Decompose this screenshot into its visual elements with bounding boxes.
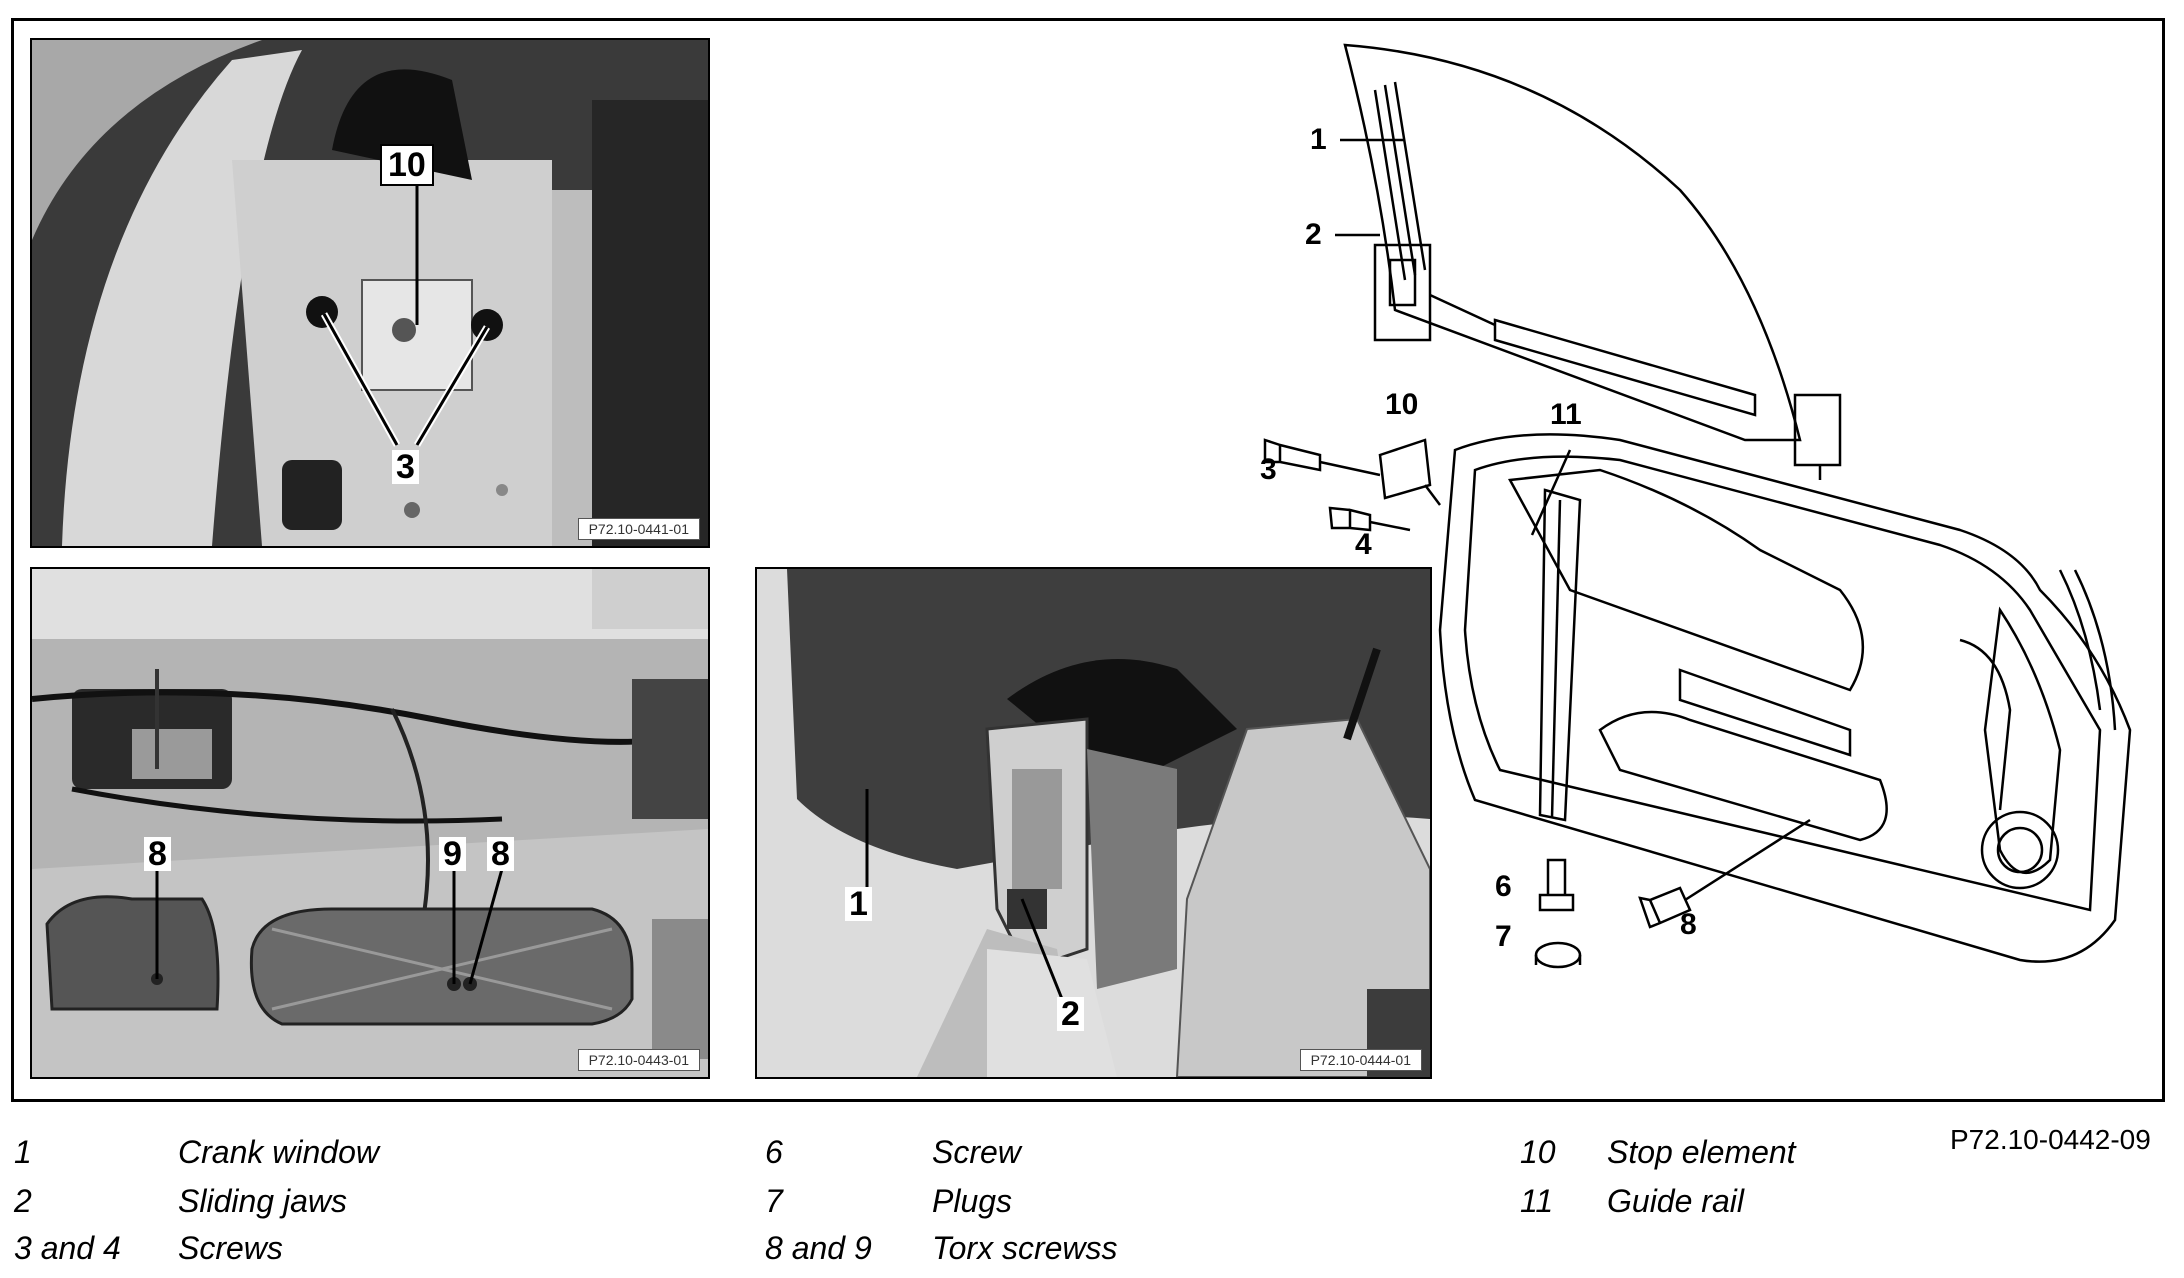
callout-8-right: 8 <box>487 837 514 871</box>
legend-text: Plugs <box>932 1183 1013 1219</box>
plug-7-shape <box>1534 941 1582 969</box>
callout-10: 10 <box>380 144 434 186</box>
legend-number: 6 <box>765 1134 783 1170</box>
callout-8-left: 8 <box>144 837 171 871</box>
guide-rail <box>1538 488 1582 822</box>
legend-number: 11 <box>1520 1183 1554 1219</box>
screw-3-shape <box>1263 438 1322 472</box>
figure-reference: P72.10-0442-09 <box>1950 1124 2151 1155</box>
legend-number: 3 and 4 <box>14 1230 121 1266</box>
screw-4-shape <box>1328 506 1372 532</box>
door-opening-lower <box>1598 710 1888 842</box>
screw-6-shape <box>1538 858 1575 912</box>
legend-text: Screws <box>178 1230 283 1266</box>
figure-frame <box>11 18 2165 1102</box>
legend-text: Screw <box>932 1134 1021 1170</box>
legend-number: 2 <box>14 1183 32 1219</box>
photo-ref: P72.10-0443-01 <box>577 1049 700 1071</box>
callout-11: 11 <box>1550 398 1582 431</box>
exploded-view-drawing <box>1263 43 2132 969</box>
legend-text: Torx screwss <box>932 1230 1118 1266</box>
photo-stop-element: 10 3 P72.10-0441-01 <box>30 38 710 548</box>
callout-2: 2 <box>1305 218 1322 251</box>
photo-ref: P72.10-0444-01 <box>1299 1049 1422 1071</box>
exploded-view-door-window: 1 2 10 11 3 4 6 7 8 <box>1240 30 2160 1070</box>
callout-8: 8 <box>1680 908 1697 941</box>
crank-window-shape <box>1343 43 1802 442</box>
callout-2: 2 <box>1057 997 1084 1031</box>
callout-10: 10 <box>1385 388 1419 421</box>
callout-1: 1 <box>845 887 872 921</box>
photo-ref: P72.10-0441-01 <box>577 518 700 540</box>
legend-number: 1 <box>14 1134 32 1170</box>
callout-6: 6 <box>1495 870 1512 903</box>
screw-8-shape <box>1638 886 1692 929</box>
sliding-jaw-front <box>1373 243 1432 342</box>
legend-text: Stop element <box>1607 1134 1796 1170</box>
callout-1: 1 <box>1310 123 1327 156</box>
photo-door-torx-screws: 8 9 8 P72.10-0443-01 <box>30 567 710 1079</box>
callout-3: 3 <box>1260 453 1277 486</box>
legend-number: 10 <box>1520 1134 1556 1170</box>
door-shell <box>1438 433 2132 963</box>
photo-window-sliding-jaws: 1 2 P72.10-0444-01 <box>755 567 1432 1079</box>
legend-number: 8 and 9 <box>765 1230 872 1266</box>
photo-window-sliding-jaws-image <box>757 569 1430 1077</box>
photo-stop-element-image <box>32 40 708 546</box>
callout-4: 4 <box>1355 528 1372 561</box>
legend-number: 7 <box>765 1183 783 1219</box>
legend-text: Crank window <box>178 1134 379 1170</box>
legend-text: Sliding jaws <box>178 1183 347 1219</box>
legend-text: Guide rail <box>1607 1183 1744 1219</box>
callout-9: 9 <box>439 837 466 871</box>
callout-7: 7 <box>1495 920 1512 953</box>
sliding-jaw-rear <box>1793 393 1842 467</box>
stop-element-shape <box>1378 438 1432 500</box>
callout-3: 3 <box>392 450 419 484</box>
photo-door-torx-screws-image <box>32 569 708 1077</box>
